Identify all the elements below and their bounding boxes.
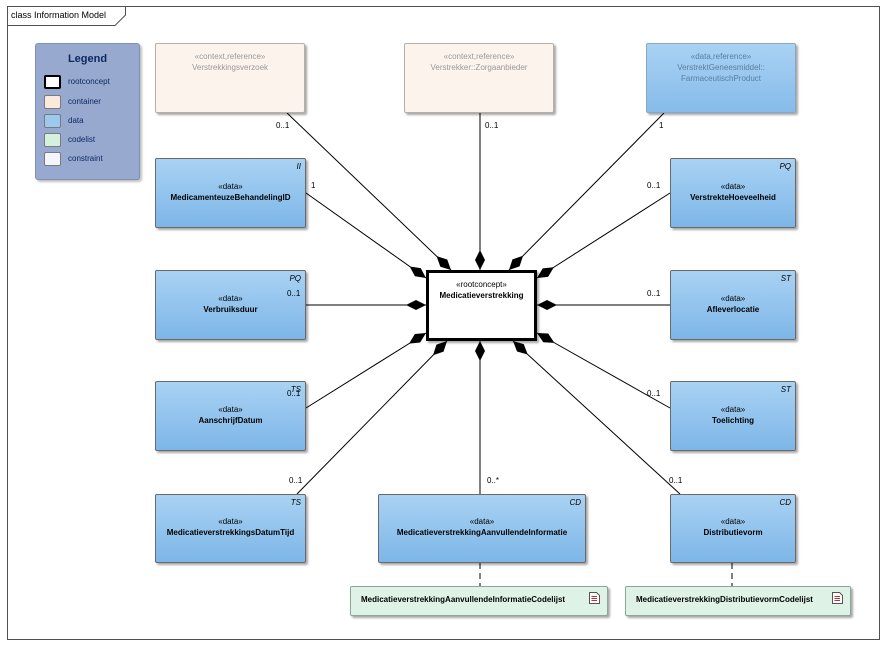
class-name-line2: FarmaceutischProduct <box>680 74 762 83</box>
link-behandeling <box>305 192 427 279</box>
class-type: II <box>296 162 301 171</box>
legend-swatch-rootconcept <box>44 75 61 89</box>
class-geneesmiddel[interactable]: «data,reference» VerstrektGeneesmiddel::… <box>646 43 796 113</box>
class-toelichting[interactable]: ST «data» Toelichting <box>670 381 796 451</box>
legend-swatch-data <box>44 114 61 128</box>
legend-title: Legend <box>67 53 108 65</box>
class-stereotype: «data» <box>218 405 243 414</box>
class-name: Medicatieverstrekking <box>439 291 524 300</box>
codelist-distributievorm[interactable]: MedicatieverstrekkingDistributievormCode… <box>625 586 851 616</box>
legend-label: rootconcept <box>68 77 110 86</box>
legend-label: codelist <box>68 135 96 144</box>
legend-swatch-codelist <box>44 133 61 147</box>
class-aanschrijfdatum[interactable]: TS «data» AanschrijfDatum <box>155 381 306 451</box>
class-distributievorm[interactable]: CD «data» Distributievorm <box>670 494 796 563</box>
class-type: PQ <box>289 274 301 283</box>
codelist-aanvullende-informatie[interactable]: MedicatieverstrekkingAanvullendeInformat… <box>350 586 608 616</box>
class-stereotype: «rootconcept» <box>456 280 507 289</box>
class-verbruiksduur[interactable]: PQ «data» Verbruiksduur <box>155 270 306 340</box>
legend-label: constraint <box>68 154 103 163</box>
class-name: Verstrekker::Zorgaanbieder <box>430 63 528 72</box>
multiplicity-afleverlocatie: 0..1 <box>647 289 661 298</box>
class-name: VerstrekteHoeveelheid <box>690 193 776 202</box>
frame-tab-outline <box>7 6 126 26</box>
multiplicity-aanschrijfdatum: 0..1 <box>287 389 301 398</box>
multiplicity-verbruiksduur: 0..1 <box>287 289 301 298</box>
multiplicity-hoeveelheid: 0..1 <box>647 181 661 190</box>
class-name: Distributievorm <box>703 528 763 537</box>
class-stereotype: «data» <box>720 182 746 191</box>
class-stereotype: «data» <box>218 517 243 526</box>
class-name: Verstrekkingsverzoek <box>191 63 269 72</box>
legend-label: container <box>68 97 101 106</box>
multiplicity-distributievorm: 0..1 <box>669 476 683 485</box>
class-type: ST <box>780 274 791 283</box>
class-afleverlocatie[interactable]: ST «data» Afleverlocatie <box>670 270 796 340</box>
legend-swatch-container <box>44 95 61 109</box>
class-stereotype: «data» <box>720 405 746 414</box>
class-stereotype: «context,reference» <box>194 52 266 61</box>
legend-swatch-constraint <box>44 152 61 166</box>
class-medicamenteuze-behandeling-id[interactable]: II «data» MedicamenteuzeBehandelingID <box>155 158 306 228</box>
document-icon <box>589 592 600 604</box>
class-stereotype: «context,reference» <box>443 52 515 61</box>
multiplicity-geneesmiddel: 1 <box>659 121 664 130</box>
link-hoeveelheid <box>536 192 671 279</box>
class-type: CD <box>779 498 791 507</box>
multiplicity-verstrekker: 0..1 <box>485 121 499 130</box>
link-verstrekkingsverzoek <box>286 112 452 271</box>
class-stereotype: «data,reference» <box>690 52 752 61</box>
class-name: MedicamenteuzeBehandelingID <box>170 193 291 202</box>
class-type: TS <box>290 498 301 507</box>
class-stereotype: «data» <box>218 182 243 191</box>
multiplicity-toelichting: 0..1 <box>647 389 661 398</box>
class-type: PQ <box>779 162 791 171</box>
frame-title: class Information Model <box>11 10 107 20</box>
class-name: MedicatieverstrekkingsDatumTijd <box>166 528 295 537</box>
class-name-line1: VerstrektGeneesmiddel:: <box>677 63 765 72</box>
class-type: CD <box>569 498 581 507</box>
class-stereotype: «data» <box>218 294 243 303</box>
class-verstrekkingsverzoek[interactable]: «context,reference» Verstrekkingsverzoek <box>155 43 305 113</box>
class-name: MedicatieverstrekkingAanvullendeInformat… <box>396 528 568 537</box>
class-name: Toelichting <box>711 416 755 425</box>
link-geneesmiddel <box>508 112 665 271</box>
link-distributievorm <box>512 340 681 495</box>
class-type: TS <box>290 385 301 394</box>
multiplicity-aanvullende: 0..* <box>487 476 500 485</box>
codelist-name: MedicatieverstrekkingDistributievormCode… <box>636 595 813 604</box>
class-stereotype: «data» <box>720 517 746 526</box>
class-type: ST <box>780 385 791 394</box>
legend: Legend rootconcept container data codeli… <box>35 43 140 180</box>
class-medicatieverstrekking-root[interactable]: «rootconcept» Medicatieverstrekking <box>426 270 537 341</box>
class-name: Verbruiksduur <box>203 305 258 314</box>
class-name: Afleverlocatie <box>706 305 760 314</box>
class-verstrekte-hoeveelheid[interactable]: PQ «data» VerstrekteHoeveelheid <box>670 158 796 228</box>
class-aanvullende-informatie[interactable]: CD «data» MedicatieverstrekkingAanvullen… <box>378 494 586 563</box>
multiplicity-behandeling: 1 <box>311 181 316 190</box>
link-datumtijd <box>296 340 448 495</box>
class-stereotype: «data» <box>720 294 746 303</box>
diagram-frame <box>7 6 880 640</box>
multiplicity-verstrekkingsverzoek: 0..1 <box>276 121 290 130</box>
legend-label: data <box>68 116 84 125</box>
link-toelichting <box>536 332 671 409</box>
class-medicatieverstrekkings-datum-tijd[interactable]: TS «data» MedicatieverstrekkingsDatumTij… <box>155 494 306 563</box>
class-verstrekker[interactable]: «context,reference» Verstrekker::Zorgaan… <box>404 43 554 113</box>
multiplicity-datumtijd: 0..1 <box>289 476 303 485</box>
class-stereotype: «data» <box>469 517 495 526</box>
codelist-name: MedicatieverstrekkingAanvullendeInformat… <box>361 595 566 604</box>
link-aanschrijfdatum <box>305 332 427 409</box>
class-name: AanschrijfDatum <box>198 416 263 425</box>
document-icon <box>832 592 843 604</box>
